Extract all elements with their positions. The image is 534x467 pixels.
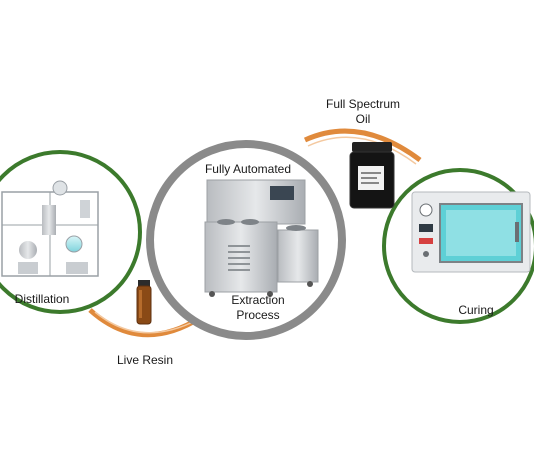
- curing-stage: [382, 168, 534, 324]
- curing-label: Curing: [458, 303, 494, 317]
- resin-vial-icon: [136, 280, 152, 325]
- connector-arc-right-inner: [307, 136, 417, 165]
- extraction-stage: [146, 140, 346, 340]
- oil-label-line-1: Full Spectrum: [325, 97, 401, 111]
- process-label: Process: [236, 308, 280, 322]
- live-resin-label: Live Resin: [116, 353, 174, 367]
- connector-arc-right: [303, 128, 422, 163]
- vacuum-oven-icon: [411, 191, 531, 273]
- extraction-machine-icon: [204, 179, 319, 297]
- extraction-label: Extraction: [231, 293, 285, 307]
- oil-jar-icon: [349, 142, 395, 209]
- connector-arc-left-inner: [94, 311, 198, 334]
- distillation-label: Distillation: [14, 292, 70, 306]
- fully-automated-label: Fully Automated: [204, 162, 292, 176]
- distillation-stage: [0, 150, 142, 314]
- distillation-apparatus-icon: [1, 180, 99, 277]
- oil-label-line-2: Oil: [355, 112, 371, 126]
